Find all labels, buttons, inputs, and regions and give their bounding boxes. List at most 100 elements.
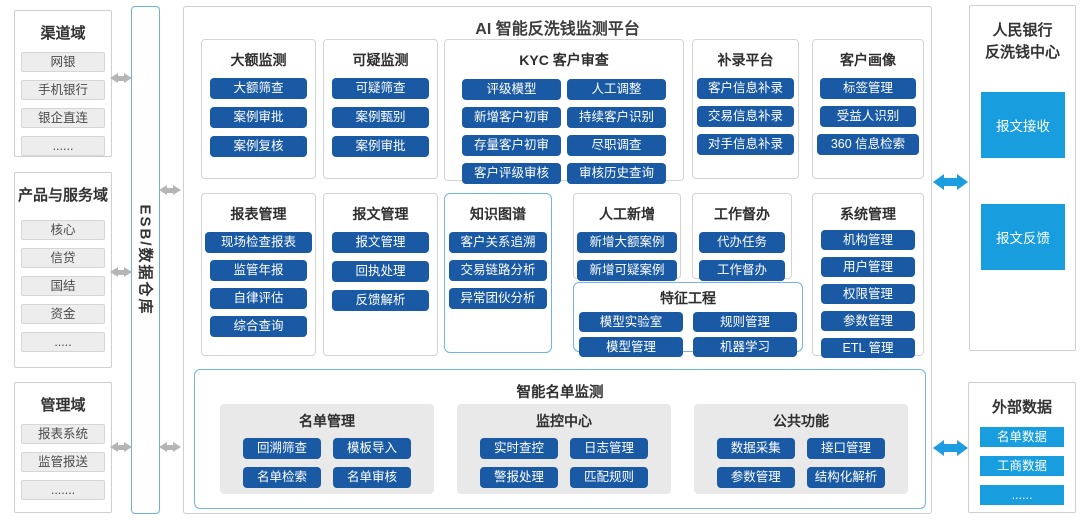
module-button[interactable]: 规则管理 bbox=[693, 312, 797, 332]
module-button[interactable]: 综合查询 bbox=[209, 316, 308, 337]
module-button[interactable]: 案例审批 bbox=[331, 136, 430, 157]
group-title: 公共功能 bbox=[773, 413, 829, 429]
module-button[interactable]: 模型实验室 bbox=[579, 312, 683, 332]
group-common-functions: 公共功能 数据采集 接口管理 参数管理 结构化解析 bbox=[694, 404, 908, 494]
domain-product-item: 核心 bbox=[21, 220, 105, 240]
module-button[interactable]: 新增客户初审 bbox=[462, 107, 561, 128]
section-title: 人工新增 bbox=[599, 206, 655, 222]
module-button[interactable]: 自律评估 bbox=[209, 288, 308, 309]
module-button[interactable]: 异常团伙分析 bbox=[449, 288, 547, 309]
module-button[interactable]: 匹配规则 bbox=[570, 467, 648, 488]
external-data-panel: 外部数据 名单数据 工商数据 ...... bbox=[968, 382, 1076, 513]
module-button[interactable]: 交易信息补录 bbox=[697, 106, 794, 127]
double-arrow-icon bbox=[110, 442, 132, 452]
external-data-title: 外部数据 bbox=[991, 399, 1052, 416]
section-title: 可疑监测 bbox=[352, 52, 409, 68]
section-report-mgmt: 报表管理 现场检查报表 监管年报 自律评估 综合查询 bbox=[201, 193, 316, 356]
domain-product-item: 国结 bbox=[21, 276, 105, 296]
module-button[interactable]: 模板导入 bbox=[333, 438, 411, 459]
group-title: 监控中心 bbox=[536, 413, 592, 429]
module-button[interactable]: 回溯筛查 bbox=[243, 438, 321, 459]
section-title: 工作督办 bbox=[714, 206, 770, 222]
module-button[interactable]: 新增大额案例 bbox=[577, 232, 677, 253]
module-button[interactable]: 可疑筛查 bbox=[331, 78, 430, 99]
module-button[interactable]: 日志管理 bbox=[570, 438, 648, 459]
module-button[interactable]: 360 信息检索 bbox=[817, 134, 919, 155]
module-button[interactable]: 名单审核 bbox=[333, 467, 411, 488]
module-button[interactable]: 结构化解析 bbox=[806, 467, 886, 488]
module-button[interactable]: 存量客户初审 bbox=[462, 135, 561, 156]
module-button[interactable]: 机构管理 bbox=[820, 230, 916, 250]
section-customer-profile: 客户画像 标签管理 受益人识别 360 信息检索 bbox=[812, 39, 924, 179]
pboc-title-line2: 反洗钱中心 bbox=[984, 44, 1060, 61]
domain-channel-item: 手机银行 bbox=[21, 80, 105, 100]
section-title: 特征工程 bbox=[660, 290, 716, 306]
module-button[interactable]: 案例审批 bbox=[209, 107, 308, 128]
module-button[interactable]: 客户信息补录 bbox=[697, 78, 794, 99]
module-button[interactable]: 接口管理 bbox=[806, 438, 886, 459]
module-button[interactable]: 警报处理 bbox=[480, 467, 558, 488]
module-button[interactable]: 评级模型 bbox=[462, 79, 561, 100]
esb-label: ESB/数据仓库 bbox=[136, 204, 153, 316]
section-message-mgmt: 报文管理 报文管理 回执处理 反馈解析 bbox=[323, 193, 438, 356]
external-data-item[interactable]: 工商数据 bbox=[980, 456, 1064, 476]
domain-management-item: ....... bbox=[21, 480, 105, 500]
module-button[interactable]: 审核历史查询 bbox=[567, 163, 666, 184]
module-button[interactable]: 人工调整 bbox=[567, 79, 666, 100]
domain-management-item: 监管报送 bbox=[21, 452, 105, 472]
module-button[interactable]: 尽职调查 bbox=[567, 135, 666, 156]
module-button[interactable]: 大额筛查 bbox=[209, 78, 308, 99]
module-button[interactable]: 对手信息补录 bbox=[697, 134, 794, 155]
domain-product-item: ..... bbox=[21, 332, 105, 352]
module-button[interactable]: 交易链路分析 bbox=[449, 260, 547, 281]
module-button[interactable]: 代办任务 bbox=[698, 232, 786, 253]
module-button[interactable]: 模型管理 bbox=[579, 337, 683, 357]
module-button[interactable]: 反馈解析 bbox=[331, 290, 430, 311]
module-button[interactable]: 受益人识别 bbox=[819, 106, 917, 127]
module-button[interactable]: 名单检索 bbox=[243, 467, 321, 488]
module-button[interactable]: 数据采集 bbox=[716, 438, 795, 459]
section-title: 大额监测 bbox=[230, 52, 287, 68]
section-supplement: 补录平台 客户信息补录 交易信息补录 对手信息补录 bbox=[692, 39, 799, 179]
module-button[interactable]: 案例甄别 bbox=[331, 107, 430, 128]
pboc-item[interactable]: 报文接收 bbox=[981, 92, 1065, 158]
module-button[interactable]: 回执处理 bbox=[331, 261, 430, 282]
pboc-item[interactable]: 报文反馈 bbox=[981, 204, 1065, 270]
external-data-item[interactable]: ...... bbox=[980, 485, 1064, 505]
module-button[interactable]: 参数管理 bbox=[820, 311, 916, 331]
module-button[interactable]: 用户管理 bbox=[820, 257, 916, 277]
module-button[interactable]: 新增可疑案例 bbox=[577, 260, 677, 281]
module-button[interactable]: 参数管理 bbox=[716, 467, 795, 488]
module-button[interactable]: 实时查控 bbox=[480, 438, 558, 459]
module-button[interactable]: 监管年报 bbox=[209, 260, 308, 281]
module-button[interactable]: 工作督办 bbox=[698, 260, 786, 281]
external-data-item[interactable]: 名单数据 bbox=[980, 427, 1064, 447]
module-button[interactable]: 案例复核 bbox=[209, 136, 308, 157]
section-title: 知识图谱 bbox=[470, 206, 526, 222]
module-button[interactable]: 机器学习 bbox=[693, 337, 797, 357]
double-arrow-icon bbox=[159, 442, 181, 452]
section-suspicious: 可疑监测 可疑筛查 案例甄别 案例审批 bbox=[323, 39, 438, 179]
domain-product-item: 信贷 bbox=[21, 248, 105, 268]
section-title: 系统管理 bbox=[840, 206, 896, 222]
esb-data-warehouse-bar: ESB/数据仓库 bbox=[131, 6, 160, 514]
section-feature-engineering: 特征工程 模型实验室 规则管理 模型管理 机器学习 bbox=[573, 282, 803, 357]
module-button[interactable]: 权限管理 bbox=[820, 284, 916, 304]
domain-channel-title: 渠道域 bbox=[40, 25, 86, 42]
module-button[interactable]: 持续客户识别 bbox=[567, 107, 666, 128]
module-button[interactable]: 现场检查报表 bbox=[205, 232, 312, 253]
module-button[interactable]: 客户关系追溯 bbox=[449, 232, 547, 253]
domain-management-title: 管理域 bbox=[40, 397, 86, 414]
module-button[interactable]: ETL 管理 bbox=[820, 338, 916, 358]
domain-product-service-title: 产品与服务域 bbox=[17, 187, 108, 204]
section-work-supervision: 工作督办 代办任务 工作督办 bbox=[692, 193, 792, 281]
section-large-amount: 大额监测 大额筛查 案例审批 案例复核 bbox=[201, 39, 316, 179]
module-button[interactable]: 报文管理 bbox=[331, 232, 430, 253]
domain-channel-item: 银企直连 bbox=[21, 108, 105, 128]
double-arrow-blue-icon bbox=[933, 440, 968, 456]
module-button[interactable]: 客户评级审核 bbox=[462, 163, 561, 184]
domain-management-item: 报表系统 bbox=[21, 424, 105, 444]
module-button[interactable]: 标签管理 bbox=[819, 78, 917, 99]
double-arrow-icon bbox=[110, 73, 132, 83]
